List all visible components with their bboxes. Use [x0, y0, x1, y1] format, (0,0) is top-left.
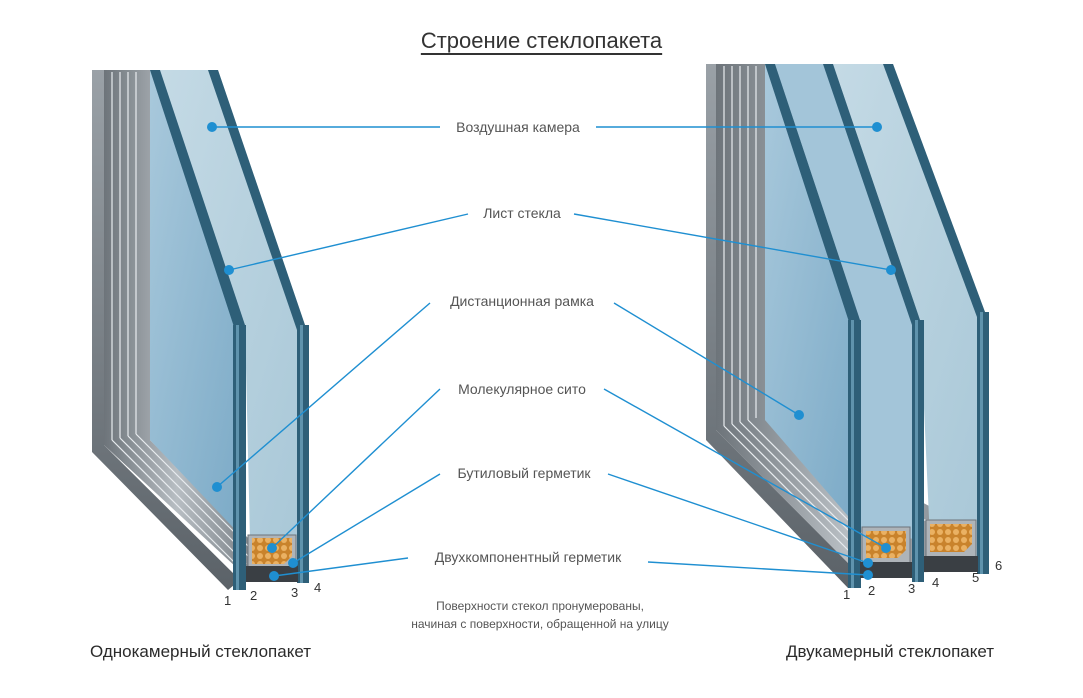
double-frame-face [716, 64, 975, 575]
single-frame-stripes [111, 72, 251, 573]
double-sealant-2 [924, 556, 978, 572]
single-front-glass [160, 70, 305, 565]
leader-glass-right [573, 213, 892, 271]
label-molecular-sieve: Молекулярное сито [458, 381, 586, 397]
surface-note-line-2: начиная с поверхности, обращенной на ули… [411, 617, 669, 631]
surface-number: 1 [224, 593, 231, 608]
surface-number: 2 [250, 588, 257, 603]
double-front-glass [833, 64, 985, 565]
single-chamber-unit [92, 70, 309, 590]
leader-twocomp-left [273, 557, 409, 577]
labels: Воздушная камера Лист стекла Дистанционн… [435, 119, 622, 565]
surface-note: Поверхности стекол пронумерованы, начина… [300, 597, 780, 633]
surface-numbers-double: 1 2 3 4 5 6 [843, 558, 1002, 602]
surface-number: 1 [843, 587, 850, 602]
single-glass-edge-2 [208, 70, 305, 330]
surface-numbers-single: 1 2 3 4 [224, 580, 321, 608]
double-back-glass [765, 64, 860, 530]
label-butyl-sealant: Бутиловый герметик [457, 465, 591, 481]
leader-sieve-right [603, 388, 887, 549]
surface-number: 4 [932, 575, 939, 590]
surface-number: 6 [995, 558, 1002, 573]
surface-number: 3 [908, 581, 915, 596]
double-glass-edge-3 [883, 64, 985, 317]
label-glass-sheet: Лист стекла [483, 205, 561, 221]
leader-spacer-right [613, 302, 800, 416]
surface-note-line-1: Поверхности стекол пронумерованы, [436, 599, 644, 613]
leader-sieve-left [271, 388, 441, 549]
double-sealant-1 [860, 562, 912, 578]
double-molecular-sieve-2 [930, 524, 972, 552]
surface-number: 2 [868, 583, 875, 598]
leader-lines [212, 126, 892, 577]
single-glass-pane-1 [233, 325, 246, 590]
leader-butyl-right [607, 473, 869, 564]
page-title: Строение стеклопакета [420, 28, 663, 53]
leader-butyl-left [292, 473, 441, 564]
surface-number: 4 [314, 580, 321, 595]
surface-number: 5 [972, 570, 979, 585]
double-chamber-unit [706, 64, 989, 588]
surface-number: 3 [291, 585, 298, 600]
double-middle-glass [775, 64, 920, 540]
caption-double-chamber: Двукамерный стеклопакет [786, 642, 995, 661]
leader-glass-left [228, 213, 469, 271]
label-two-component-sealant: Двухкомпонентный герметик [435, 549, 622, 565]
leader-dots [207, 122, 896, 581]
single-back-glass [150, 70, 245, 540]
leader-twocomp-right [647, 561, 869, 576]
double-glass-edge-2 [823, 64, 920, 325]
single-glass-edge-1 [150, 70, 245, 330]
single-frame-face [104, 70, 250, 580]
label-air-chamber: Воздушная камера [456, 119, 580, 135]
caption-single-chamber: Однокамерный стеклопакет [90, 642, 312, 661]
label-spacer-frame: Дистанционная рамка [450, 293, 594, 309]
double-glass-pane-1 [848, 320, 861, 588]
leader-spacer-left [216, 302, 431, 488]
